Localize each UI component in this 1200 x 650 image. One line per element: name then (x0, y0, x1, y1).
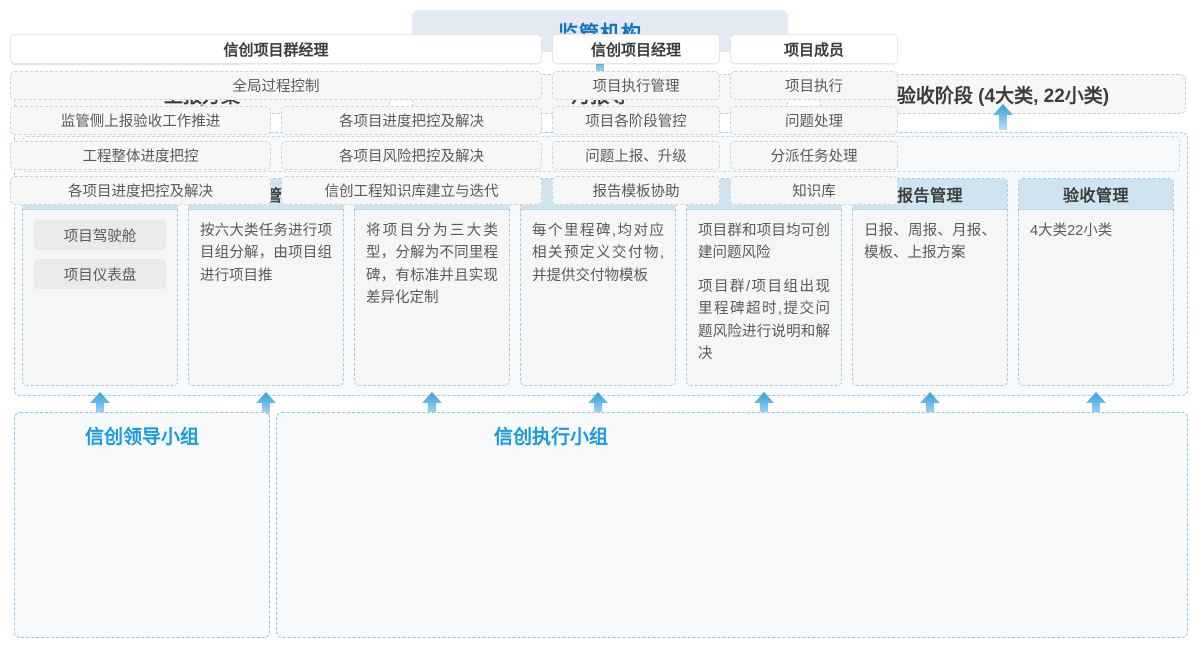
leader-group-panel: 信创领导小组 (14, 412, 270, 638)
column-paragraph: 每个里程碑,均对应相关预定义交付物,并提供交付物模板 (532, 223, 664, 284)
list-item: 工程整体进度把控 (10, 141, 271, 170)
exec-group-content: 信创项目群经理 全局过程控制 监管侧上报验收工作推进 工程整体进度把控 各项目进… (10, 34, 1190, 205)
pill-item: 项目驾驶舱 (34, 220, 166, 250)
management-column-project: 项目管理 按六大类任务进行项目组分解，由项目组进行项目推 (188, 178, 344, 386)
project-member-block: 项目成员 项目执行 问题处理 分派任务处理 知识库 (730, 34, 898, 205)
list-item: 信创工程知识库建立与迭代 (281, 176, 542, 205)
project-manager-block: 信创项目经理 项目执行管理 项目各阶段管控 问题上报、升级 报告模板协助 (552, 34, 720, 205)
arrow-up-icon (919, 392, 941, 418)
arrow-up-icon (89, 392, 111, 418)
exec-group-panel: 信创执行小组 (276, 412, 1188, 638)
list-item: 知识库 (730, 176, 898, 205)
management-column-milestone: 里程碑管理 将项目分为三大类型，分解为不同里程碑，有标准并且实现差异化定制 (354, 178, 510, 386)
pill-item: 项目仪表盘 (34, 259, 166, 289)
column-paragraph: 按六大类任务进行项目组分解，由项目组进行项目推 (200, 223, 332, 284)
arrow-up-icon (421, 392, 443, 418)
management-column-deliverable: 交付物管理 每个里程碑,均对应相关预定义交付物,并提供交付物模板 (520, 178, 676, 386)
list-item: 各项目进度把控及解决 (10, 176, 271, 205)
column-paragraph: 日报、周报、月报、模板、上报方案 (864, 223, 996, 262)
exec-group-title: 信创执行小组 (493, 427, 608, 448)
list-item: 项目各阶段管控 (552, 106, 720, 135)
arrow-up-icon (753, 392, 775, 418)
list-item: 监管侧上报验收工作推进 (10, 106, 271, 135)
arrow-up-icon (587, 392, 609, 418)
arrow-up-icon (1085, 392, 1107, 418)
column-paragraph: 将项目分为三大类型，分解为不同里程碑，有标准并且实现差异化定制 (366, 223, 498, 307)
column-paragraph: 4大类22小类 (1030, 223, 1113, 239)
management-column-acceptance: 验收管理 4大类22小类 (1018, 178, 1174, 386)
column-paragraph: 项目群和项目均可创建问题风险 (698, 223, 830, 262)
arrow-up-icon (992, 104, 1014, 130)
list-item: 各项目风险把控及解决 (281, 141, 542, 170)
report-label-2: 验收阶段 (4大类, 22小类) (896, 85, 1110, 107)
list-item: 问题处理 (730, 106, 898, 135)
list-item: 分派任务处理 (730, 141, 898, 170)
list-item: 全局过程控制 (10, 71, 542, 100)
role-header: 信创项目群经理 (10, 34, 542, 64)
list-item: 项目执行管理 (552, 71, 720, 100)
role-header: 项目成员 (730, 34, 898, 64)
list-item: 项目执行 (730, 71, 898, 100)
management-column-global: 全局管理 项目驾驶舱 项目仪表盘 (22, 178, 178, 386)
leader-group-title: 信创领导小组 (84, 427, 199, 448)
program-manager-block: 信创项目群经理 全局过程控制 监管侧上报验收工作推进 工程整体进度把控 各项目进… (10, 34, 542, 205)
list-item: 报告模板协助 (552, 176, 720, 205)
list-item: 各项目进度把控及解决 (281, 106, 542, 135)
column-paragraph: 项目群/项目组出现里程碑超时,提交问题风险进行说明和解决 (698, 278, 830, 363)
column-title: 验收管理 (1019, 179, 1173, 210)
arrow-up-icon (255, 392, 277, 418)
management-column-report: 报告管理 日报、周报、月报、模板、上报方案 (852, 178, 1008, 386)
list-item: 问题上报、升级 (552, 141, 720, 170)
management-column-issue: 问题管理 项目群和项目均可创建问题风险 项目群/项目组出现里程碑超时,提交问题风… (686, 178, 842, 386)
role-header: 信创项目经理 (552, 34, 720, 64)
